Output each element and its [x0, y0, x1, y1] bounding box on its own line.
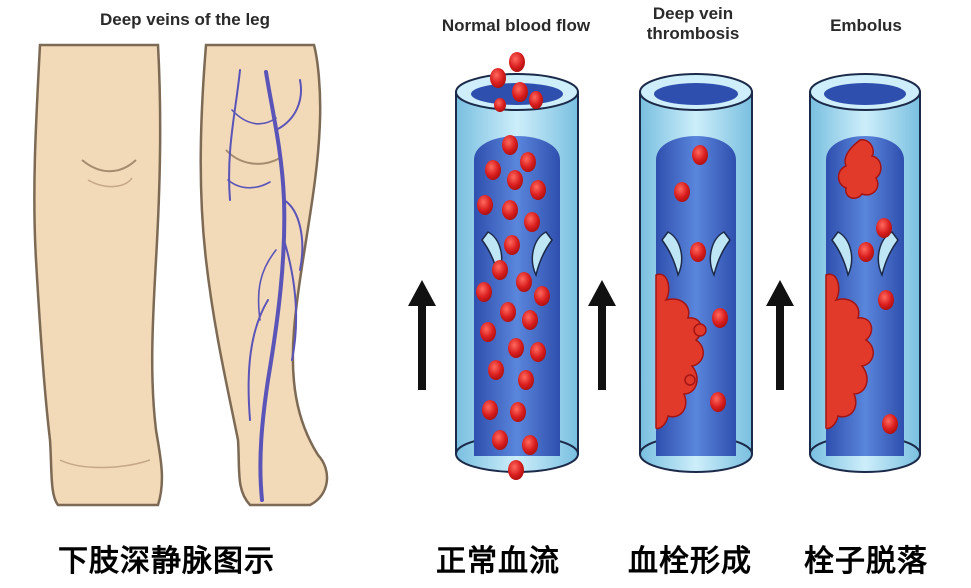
embolus-title: Embolus	[830, 16, 902, 35]
blood-cells-embolus	[858, 218, 898, 434]
normal-flow-title: Normal blood flow	[441, 16, 591, 35]
flow-arrow-embolus	[766, 280, 794, 390]
leg-front	[33, 43, 164, 507]
dvt-title: Deep vein thrombosis	[646, 4, 740, 43]
flow-arrow-normal	[408, 280, 436, 390]
flow-arrow-dvt	[588, 280, 616, 390]
blood-cells-dvt	[674, 145, 728, 412]
legs-title: Deep veins of the leg	[99, 10, 271, 29]
legs-caption: 下肢深静脉图示	[58, 544, 275, 579]
normal-flow-caption: 正常血流	[436, 544, 560, 579]
vessel-embolus	[809, 73, 921, 473]
dvt-caption: 血栓形成	[628, 544, 752, 579]
leg-back	[199, 43, 329, 507]
thrombus-dvt	[655, 273, 707, 430]
embolus-caption: 栓子脱落	[804, 544, 928, 579]
thrombus-embolus	[825, 273, 874, 430]
detached-embolus	[837, 139, 882, 199]
leg-veins	[227, 69, 304, 502]
blood-cells-normal	[476, 52, 550, 480]
